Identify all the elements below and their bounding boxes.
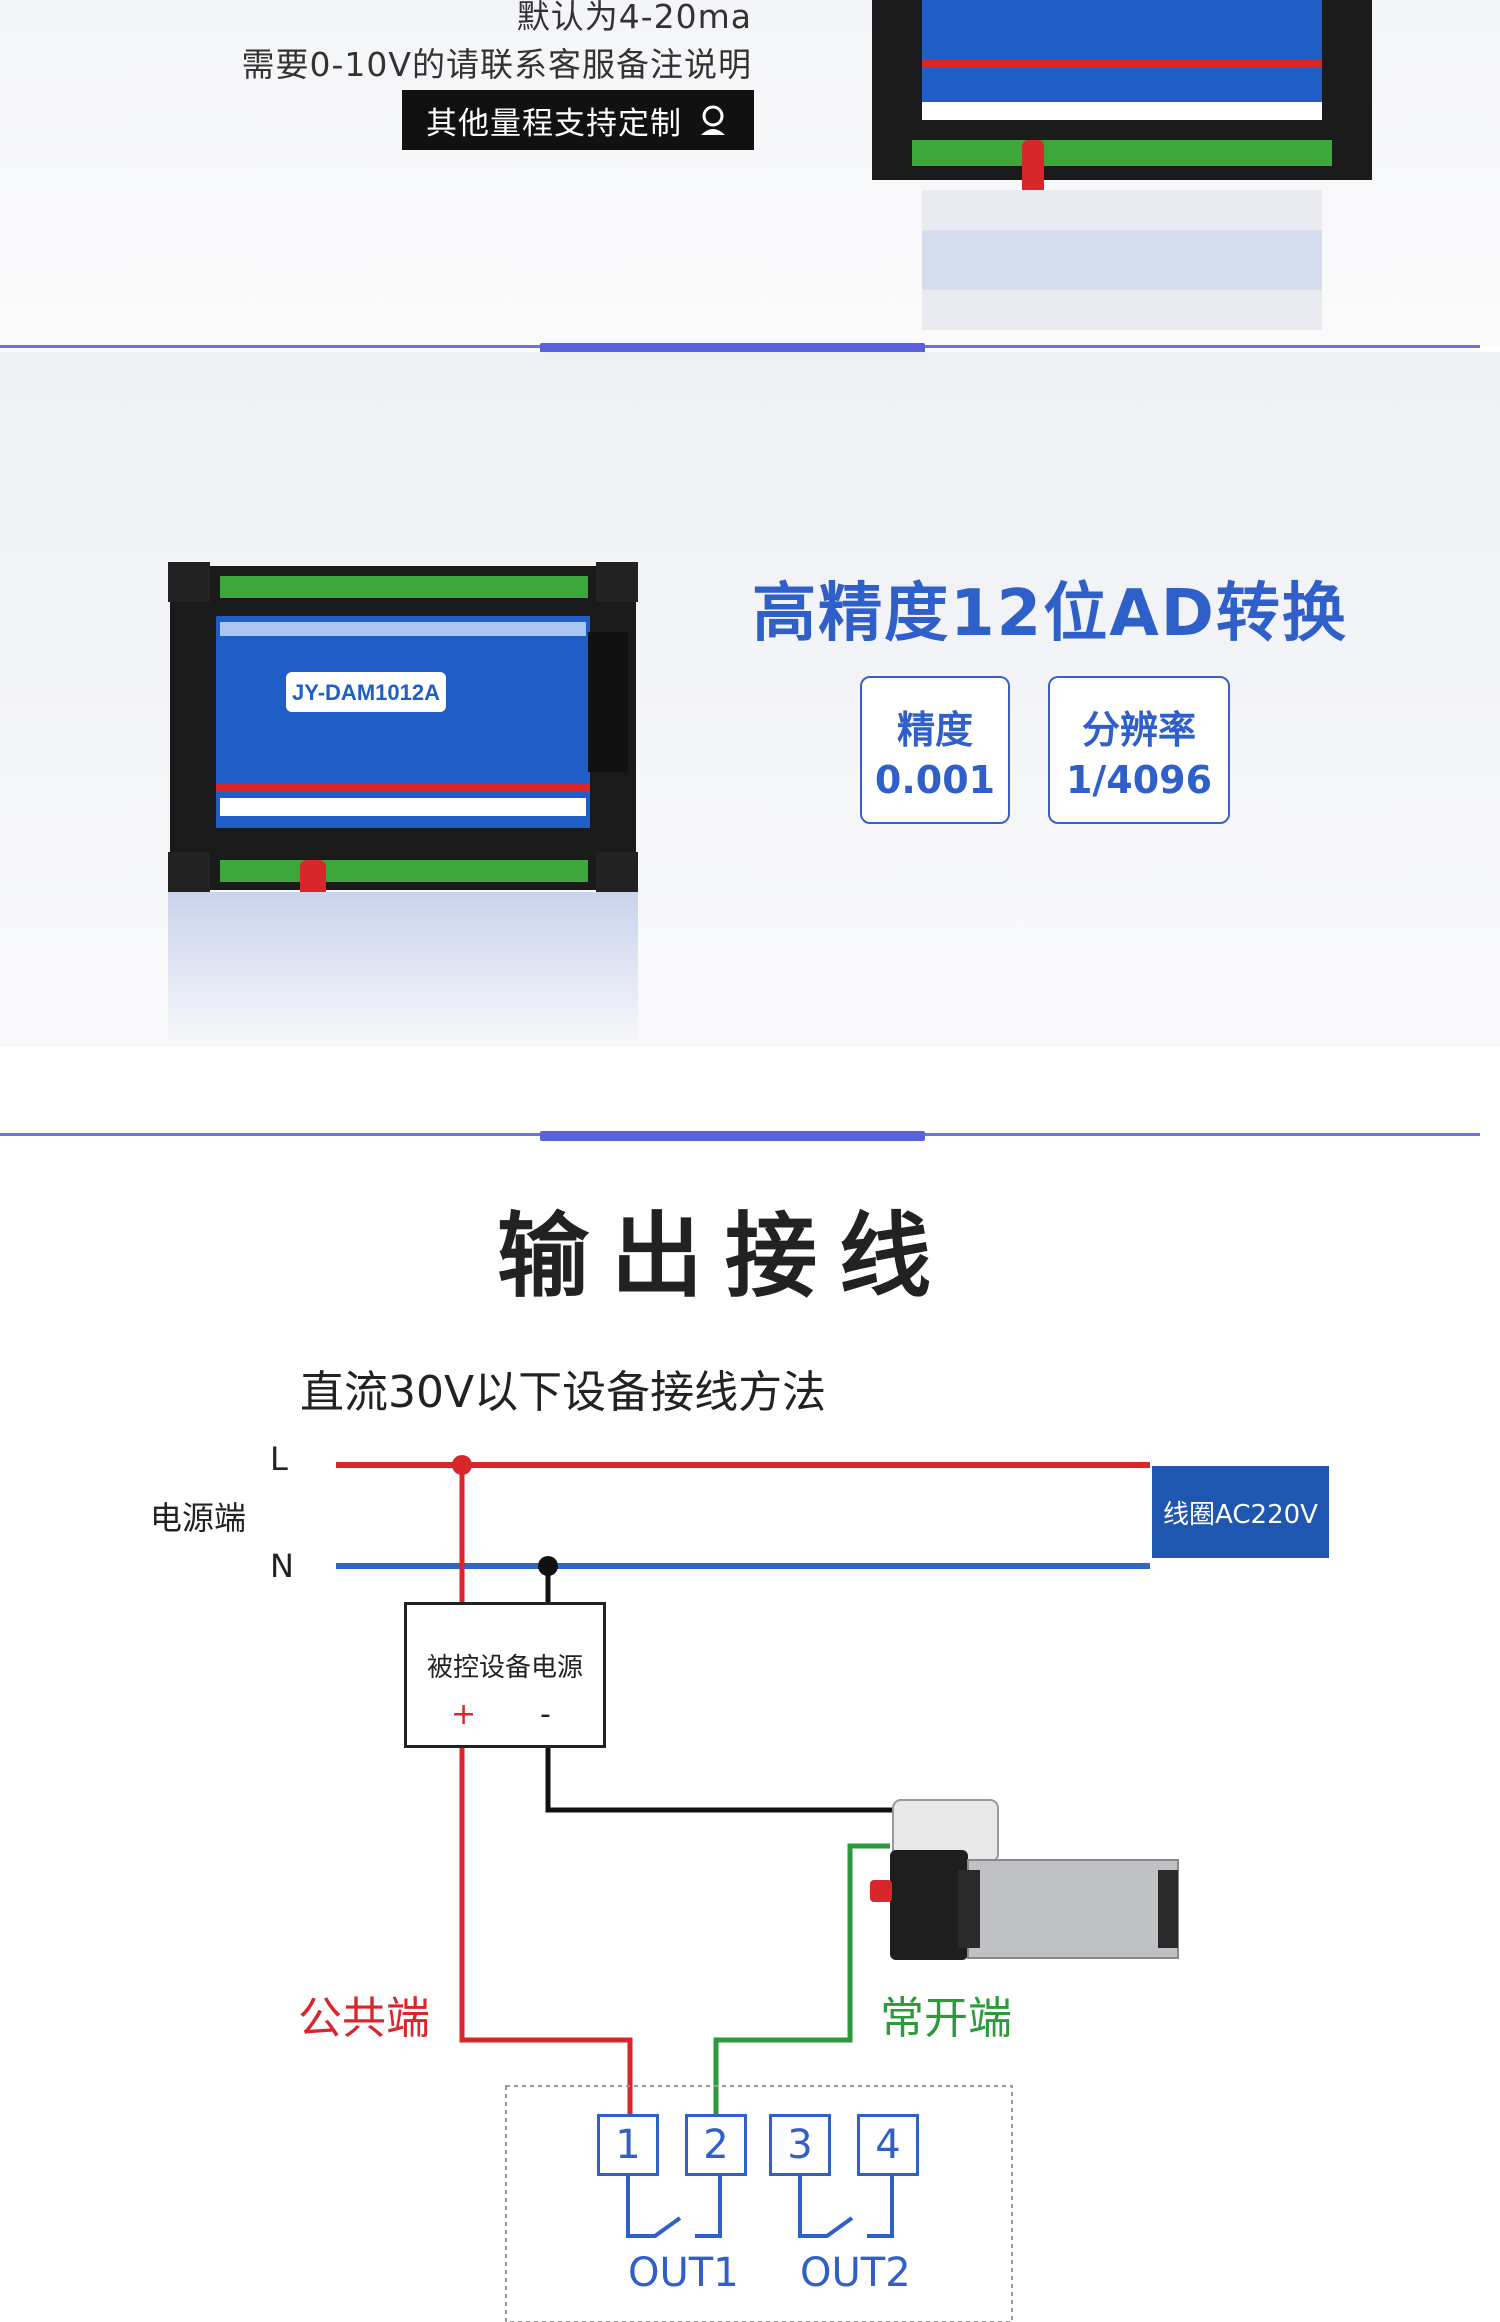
output-1-label: OUT1 bbox=[628, 2250, 739, 2296]
power-source-label: 电源端 bbox=[150, 1499, 247, 1537]
relay-box bbox=[505, 2085, 1013, 2322]
spec-card-precision: 精度 0.001 bbox=[860, 676, 1010, 824]
wiring-title: 输出接线 bbox=[496, 1203, 953, 1310]
psu-minus-label: - bbox=[540, 1697, 551, 1732]
wiring-subtitle: 直流30V以下设备接线方法 bbox=[300, 1367, 827, 1418]
top-section: 默认为4-20ma 需要0-10V的请联系客服备注说明 其他量程支持定制 bbox=[0, 0, 1500, 345]
psu-label: 被控设备电源 bbox=[426, 1653, 583, 1683]
contact-note-text: 需要0-10V的请联系客服备注说明 bbox=[241, 45, 752, 84]
spec-value: 0.001 bbox=[874, 757, 996, 802]
customer-service-icon bbox=[701, 105, 725, 135]
section-divider-accent-1 bbox=[540, 343, 925, 353]
common-terminal-label: 公共端 bbox=[298, 1993, 430, 2044]
custom-tag-label: 其他量程支持定制 bbox=[426, 105, 682, 142]
spec-card-resolution: 分辨率 1/4096 bbox=[1048, 676, 1230, 824]
feature-section: JY-DAM1012A 高精度12位AD转换 精度 0.001 分辨率 1/40… bbox=[0, 352, 1500, 1047]
output-2-label: OUT2 bbox=[800, 2250, 911, 2296]
device-image-top bbox=[872, 0, 1372, 330]
wire-normally-open bbox=[713, 1843, 890, 2114]
default-range-text: 默认为4-20ma bbox=[516, 0, 752, 36]
psu-plus-label: + bbox=[451, 1697, 477, 1732]
feature-title: 高精度12位AD转换 bbox=[752, 577, 1348, 651]
junction-n bbox=[538, 1556, 558, 1576]
controlled-device-psu: 被控设备电源 + - bbox=[404, 1602, 606, 1748]
section-divider-accent-2 bbox=[540, 1131, 925, 1141]
spec-label: 分辨率 bbox=[1081, 707, 1196, 752]
wire-common bbox=[459, 1748, 633, 2114]
device-model-label: JY-DAM1012A bbox=[292, 680, 440, 705]
terminal-1: 1 bbox=[597, 2114, 659, 2176]
terminal-3: 3 bbox=[769, 2114, 831, 2176]
wire-neg-to-valve bbox=[545, 1748, 895, 1813]
solenoid-valve-image bbox=[870, 1799, 1179, 1960]
spec-value: 1/4096 bbox=[1065, 757, 1213, 802]
device-image: JY-DAM1012A bbox=[168, 562, 638, 1047]
coil-label: 线圈AC220V bbox=[1163, 1499, 1318, 1530]
line-n-label: N bbox=[270, 1547, 294, 1585]
junction-l bbox=[452, 1455, 472, 1475]
terminal-2: 2 bbox=[685, 2114, 747, 2176]
coil-label-box: 线圈AC220V bbox=[1152, 1466, 1329, 1558]
terminal-4: 4 bbox=[857, 2114, 919, 2176]
spec-label: 精度 bbox=[896, 707, 973, 752]
line-l-label: L bbox=[270, 1440, 288, 1478]
normally-open-label: 常开端 bbox=[880, 1993, 1012, 2044]
custom-range-tag: 其他量程支持定制 bbox=[402, 90, 754, 150]
